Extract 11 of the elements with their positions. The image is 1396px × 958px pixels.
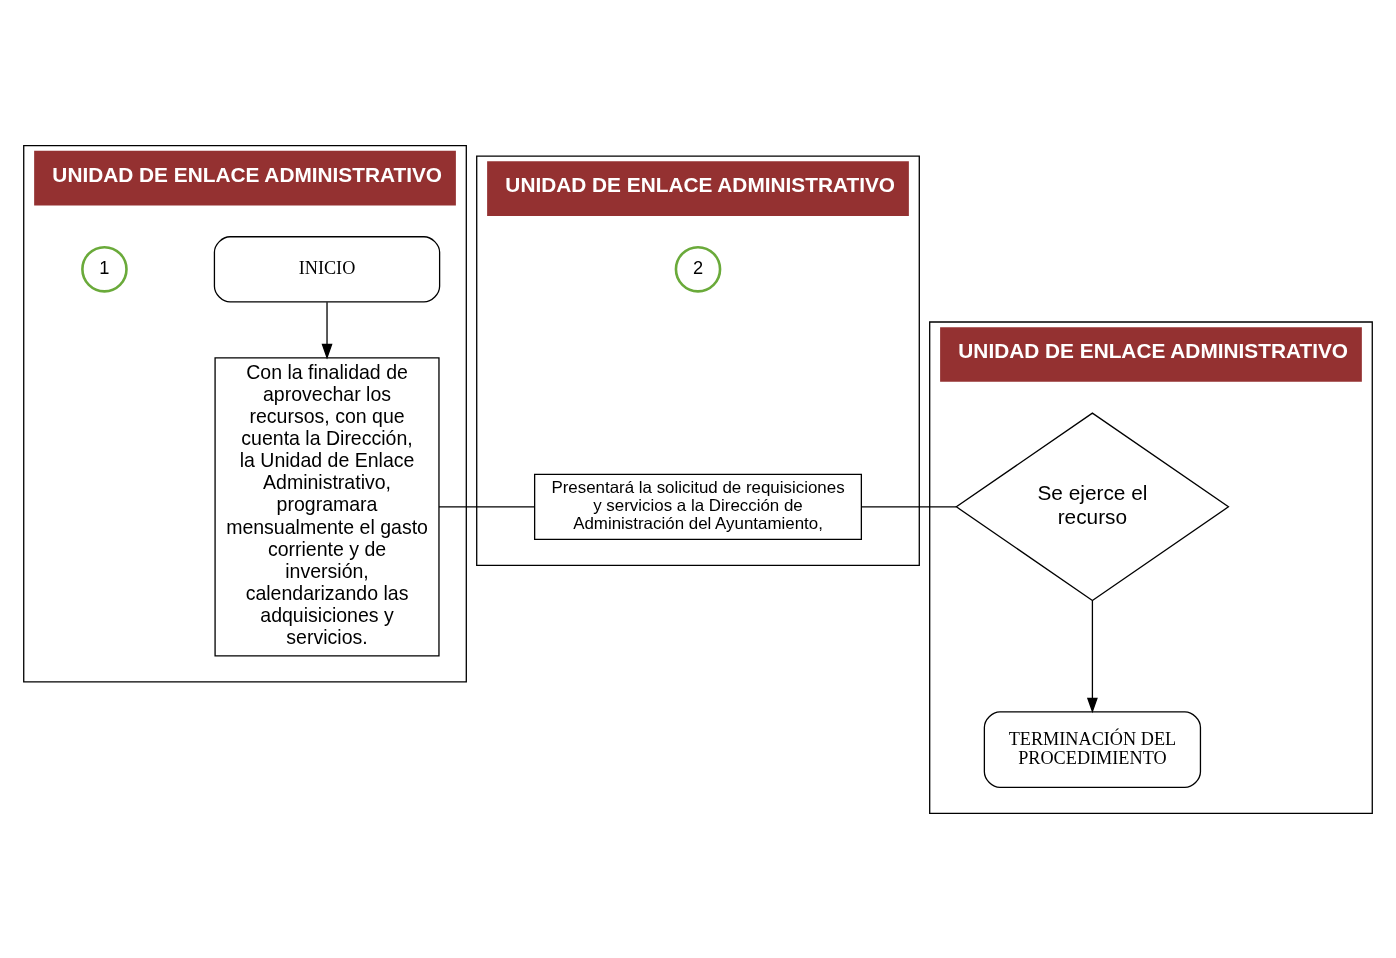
node-box: TERMINACIÓN DEL PROCEDIMIENTO [983,710,1202,788]
arrow [1086,599,1098,713]
node-box: INICIO [213,235,441,302]
connector [438,505,536,507]
connector [861,505,957,507]
arrow [321,301,333,359]
node-circle: 2 [674,245,722,293]
node-box: Con la finalidad de aprovechar los recursos, con que cuenta la Dirección, la Unidad de Enlace Administrativo, programara mensualmente el gasto corriente y de inversión, calendarizando las adquisiciones y servicios. [214,356,440,657]
node-box: Presentará la solicitud de requisiciones y servicios a la Dirección de Administración del Ayuntamiento, [534,473,862,540]
node-diamond: Se ejerce el recurso [955,411,1230,601]
node-circle: 1 [81,245,128,293]
